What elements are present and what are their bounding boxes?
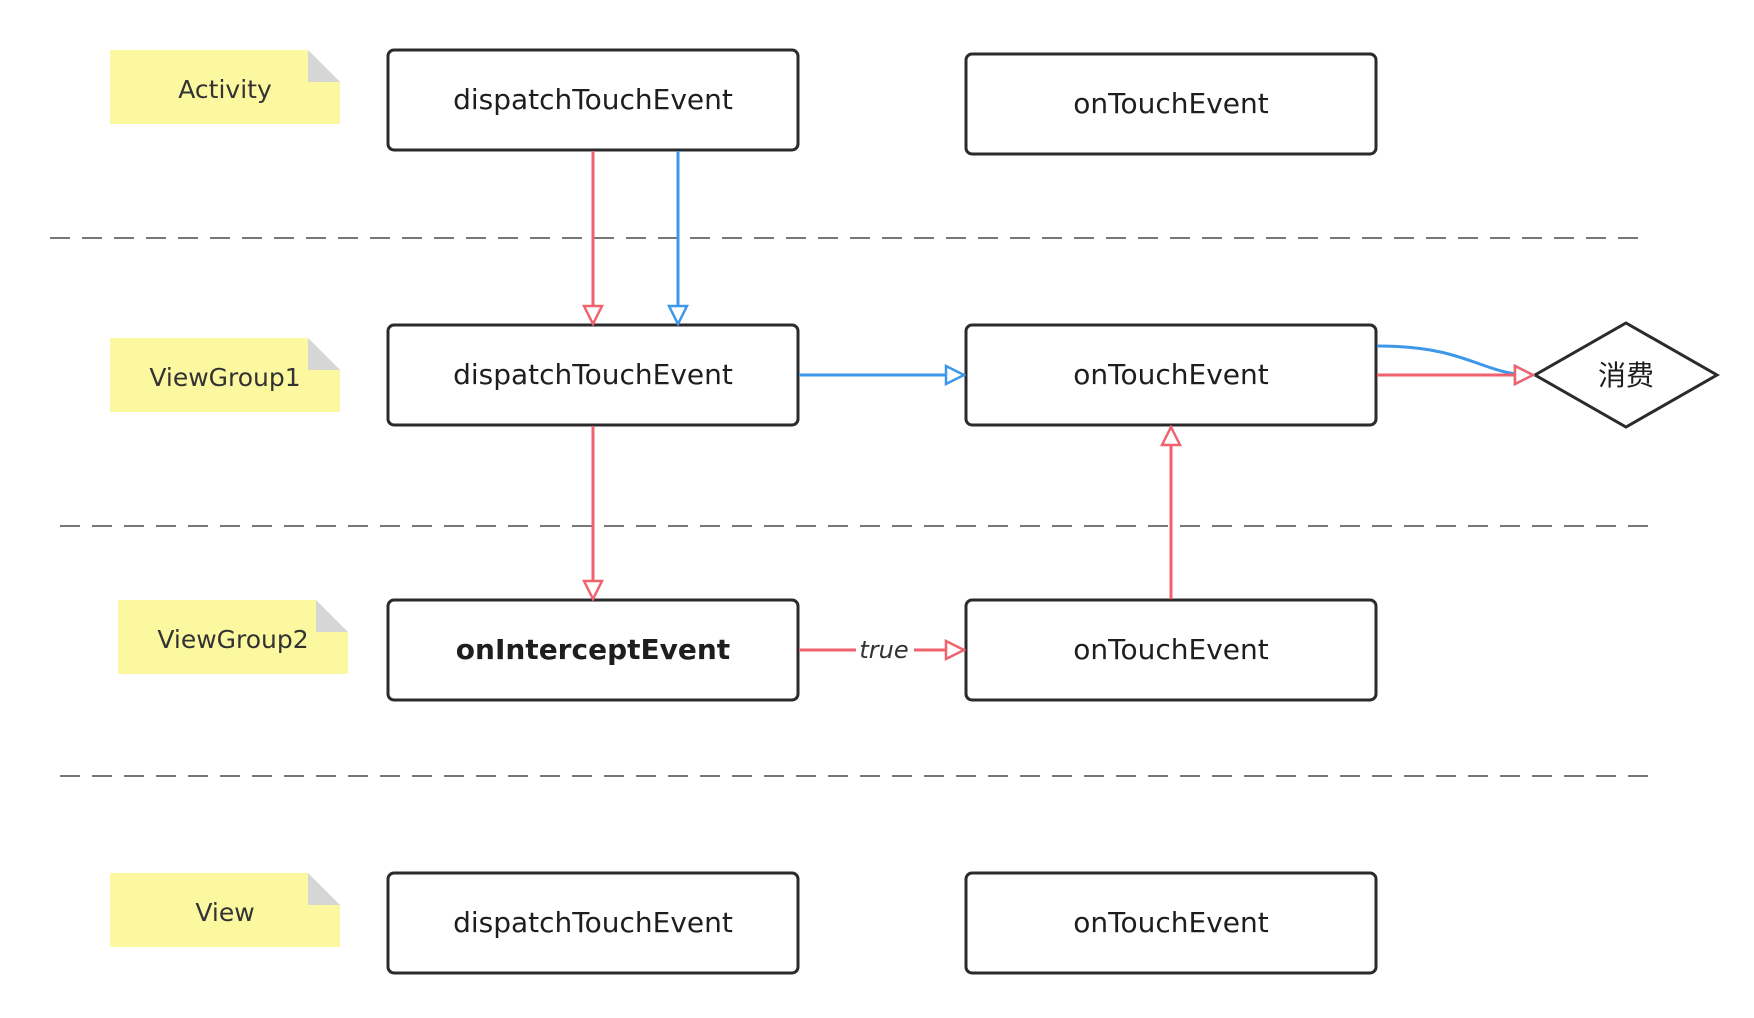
box-view-dispatch-touch-event: dispatchTouchEvent <box>386 871 800 975</box>
box-label: dispatchTouchEvent <box>453 906 733 939</box>
box-label: onTouchEvent <box>1073 906 1268 939</box>
layer-note-activity: Activity <box>110 50 340 124</box>
box-viewgroup1-dispatch-touch-event: dispatchTouchEvent <box>386 323 800 427</box>
box-viewgroup1-on-touch-event: onTouchEvent <box>964 323 1378 427</box>
box-label: onTouchEvent <box>1073 358 1268 391</box>
box-viewgroup2-on-intercept-event: onInterceptEvent <box>386 598 800 702</box>
layer-note-viewgroup1: ViewGroup1 <box>110 338 340 412</box>
box-label: onInterceptEvent <box>456 633 730 666</box>
decision-consume: 消费 <box>1531 321 1721 429</box>
layer-label-viewgroup2: ViewGroup2 <box>157 625 308 654</box>
edge-label-true: true <box>859 636 908 664</box>
box-activity-on-touch-event: onTouchEvent <box>964 52 1378 156</box>
box-activity-dispatch-touch-event: dispatchTouchEvent <box>386 48 800 152</box>
box-label: onTouchEvent <box>1073 87 1268 120</box>
layer-note-view: View <box>110 873 340 947</box>
box-view-on-touch-event: onTouchEvent <box>964 871 1378 975</box>
layer-label-view: View <box>195 898 254 927</box>
box-label: onTouchEvent <box>1073 633 1268 666</box>
decision-label: 消费 <box>1598 359 1654 392</box>
arrow-blue-vg1-ontouch-to-consume <box>1376 344 1533 375</box>
layer-label-activity: Activity <box>178 75 272 104</box>
box-label: dispatchTouchEvent <box>453 358 733 391</box>
box-viewgroup2-on-touch-event: onTouchEvent <box>964 598 1378 702</box>
layer-label-viewgroup1: ViewGroup1 <box>149 363 300 392</box>
box-label: dispatchTouchEvent <box>453 83 733 116</box>
layer-note-viewgroup2: ViewGroup2 <box>118 600 348 674</box>
edge-label-background <box>856 633 914 665</box>
